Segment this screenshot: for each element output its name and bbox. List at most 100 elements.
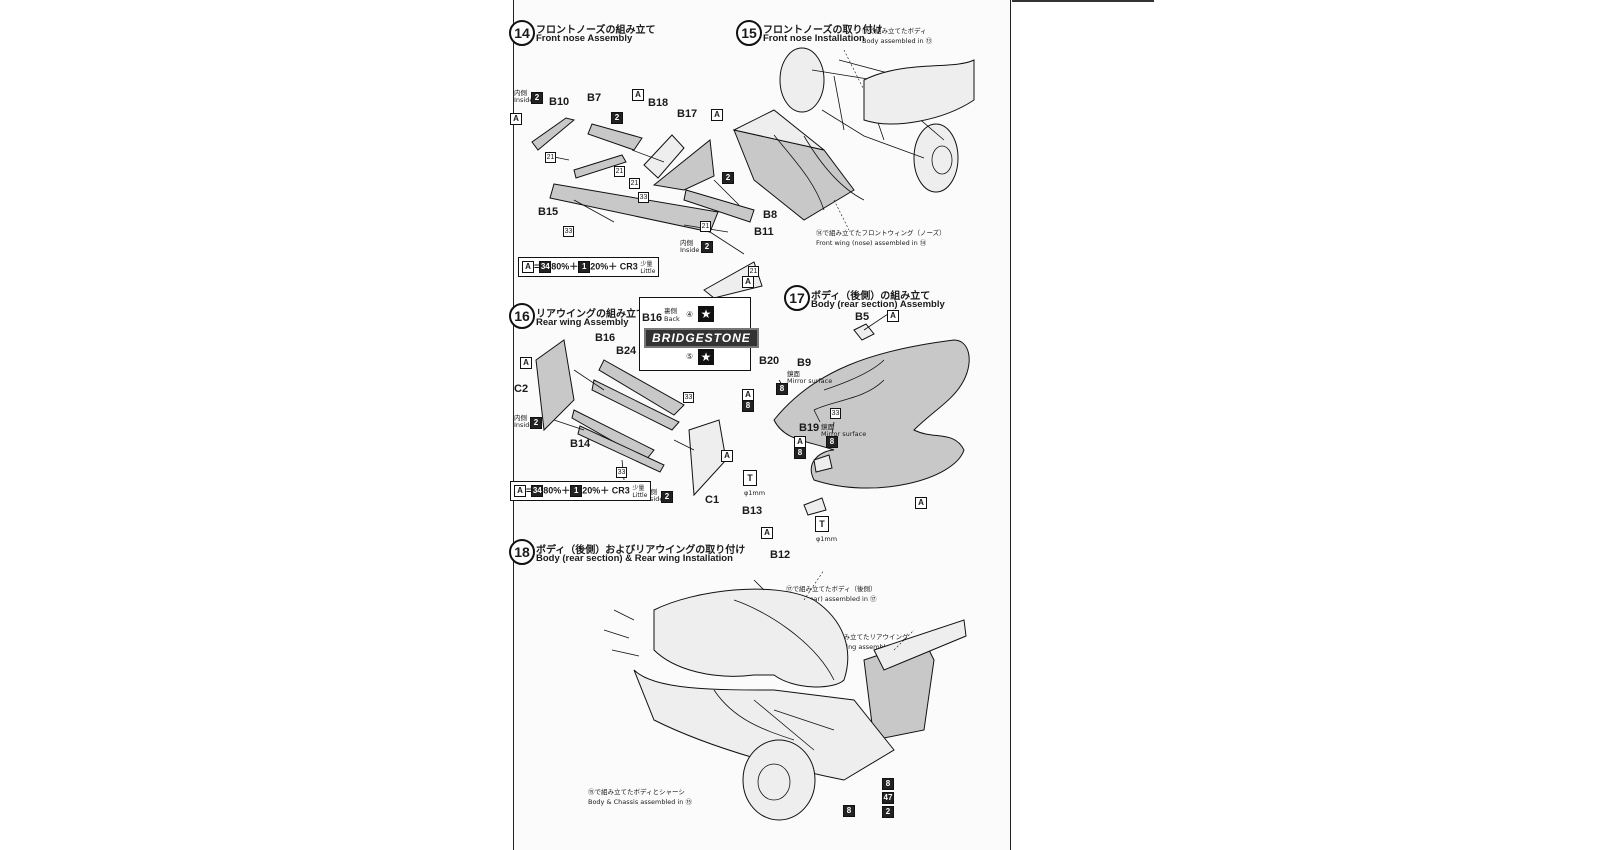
code-8: 8 bbox=[843, 805, 855, 817]
code-a: A bbox=[915, 497, 927, 509]
part-b24: B24 bbox=[616, 345, 637, 357]
inside-label-jp: 内側 bbox=[514, 89, 527, 97]
code-33: 33 bbox=[638, 192, 649, 203]
mirror-label-en: Mirror surface bbox=[787, 377, 833, 385]
code-a: A bbox=[711, 109, 723, 121]
drill-icon: T bbox=[743, 470, 757, 486]
drill-size-label: φ1mm bbox=[816, 535, 838, 543]
b16-part bbox=[598, 359, 685, 416]
code-2: 2 bbox=[611, 112, 623, 124]
b24-part bbox=[591, 379, 680, 431]
part-c2: C2 bbox=[514, 383, 529, 395]
bridgestone-decal: BRIDGESTONE bbox=[644, 328, 759, 348]
step-16-title-en: Rear wing Assembly bbox=[536, 317, 629, 328]
code-8: 8 bbox=[882, 778, 894, 790]
callout-chassis-15-en: Body & Chassis assembled in ⑮ bbox=[588, 798, 692, 806]
b15-part bbox=[549, 183, 719, 233]
callout-body-17-jp: ⑰で組み立てたボディ（後側） bbox=[786, 585, 877, 593]
code-47: 47 bbox=[882, 792, 894, 804]
step-17-number: 17 bbox=[784, 285, 810, 311]
b5-part bbox=[853, 323, 875, 341]
step-14-title-en: Front nose Assembly bbox=[536, 33, 633, 44]
part-c1: C1 bbox=[705, 494, 720, 506]
code-2: 2 bbox=[661, 491, 673, 503]
code-8: 8 bbox=[826, 436, 838, 448]
step-18-diagram bbox=[603, 569, 967, 821]
part-b10: B10 bbox=[549, 96, 570, 108]
inside-label-en: Inside bbox=[514, 421, 534, 429]
code-21: 21 bbox=[614, 166, 625, 177]
part-b12: B12 bbox=[770, 549, 791, 561]
part-b18: B18 bbox=[648, 97, 669, 109]
top-rule bbox=[1012, 0, 1154, 2]
chassis-body bbox=[863, 59, 975, 125]
mirror-label-en: Mirror surface bbox=[821, 430, 867, 438]
part-b16: B16 bbox=[595, 332, 616, 344]
mirror-label-jp: 鏡面 bbox=[787, 370, 800, 378]
c2-endplate bbox=[535, 339, 575, 432]
rear-body-section bbox=[653, 588, 849, 688]
code-8: 8 bbox=[742, 400, 754, 412]
inside-label-en: Inside bbox=[514, 96, 534, 104]
b10-part bbox=[531, 117, 576, 151]
code-21: 21 bbox=[700, 221, 711, 232]
code-21: 21 bbox=[545, 152, 556, 163]
code-a: A bbox=[887, 310, 899, 322]
code-a: A bbox=[632, 89, 644, 101]
chassis-floor bbox=[633, 669, 895, 781]
code-2: 2 bbox=[701, 241, 713, 253]
callout-body-13-en: Body assembled in ⑬ bbox=[862, 37, 933, 45]
step-18-title-en: Body (rear section) & Rear wing Installa… bbox=[536, 553, 733, 564]
b8-part bbox=[683, 189, 755, 223]
back-label-jp: 裏側 bbox=[664, 307, 677, 315]
code-33: 33 bbox=[683, 392, 694, 403]
code-2: 2 bbox=[722, 172, 734, 184]
decal-number-5: ⑤ bbox=[686, 352, 694, 361]
code-33: 33 bbox=[616, 467, 627, 478]
b7-part bbox=[587, 123, 643, 151]
step-16-diagram bbox=[535, 339, 727, 497]
callout-body-17-en: Body (rear) assembled in ⑰ bbox=[786, 595, 877, 603]
decal-number-4: ④ bbox=[686, 310, 694, 319]
callout-wing-16-en: Rear wing assembled in ⑯ bbox=[824, 643, 911, 651]
part-b11: B11 bbox=[754, 226, 774, 238]
back-label-en: Back bbox=[664, 315, 680, 323]
rear-wing-plane bbox=[873, 619, 967, 671]
drill-size-label: φ1mm bbox=[744, 489, 766, 497]
part-b7: B7 bbox=[587, 92, 602, 104]
callout-body-13-jp: ⑬で組み立てたボディ bbox=[862, 27, 927, 35]
drill-icon: T bbox=[815, 516, 829, 532]
part-b15: B15 bbox=[538, 206, 559, 218]
code-21: 21 bbox=[629, 178, 640, 189]
code-8: 8 bbox=[776, 383, 788, 395]
step-17-title-jp: ボディ（後側）の組み立て bbox=[811, 291, 931, 302]
inside-label-en: Inside bbox=[644, 495, 664, 503]
instruction-sheet: 14 フロントノーズの組み立て Front nose Assembly B10 … bbox=[509, 0, 1011, 850]
code-a: A bbox=[510, 113, 522, 125]
decal-b16-label: B16 bbox=[642, 312, 663, 324]
front-tyre-left bbox=[779, 47, 825, 113]
part-b5: B5 bbox=[855, 311, 870, 323]
callout-wing-14-en: Front wing (nose) assembled in ⑭ bbox=[816, 239, 927, 247]
b11-part bbox=[703, 261, 763, 299]
part-b8: B8 bbox=[763, 209, 778, 221]
b13-part bbox=[813, 454, 833, 473]
code-a: A bbox=[742, 276, 754, 288]
inside-label-jp: 内側 bbox=[514, 414, 527, 422]
code-21: 21 bbox=[748, 266, 759, 277]
rear-tyre bbox=[742, 739, 816, 821]
step-18-title-jp: ボディ（後側）およびリアウイングの取り付け bbox=[536, 545, 746, 556]
code-a: A bbox=[721, 450, 733, 462]
code-a: A bbox=[761, 527, 773, 539]
code-2: 2 bbox=[530, 417, 542, 429]
step-14-diagram bbox=[531, 117, 763, 299]
inside-label-jp: 内側 bbox=[680, 239, 693, 247]
step-15-title-jp: フロントノーズの取り付け bbox=[763, 25, 883, 36]
b15-upper bbox=[573, 154, 627, 179]
part-b19: B19 bbox=[799, 422, 820, 434]
star-decal-icon: ★ bbox=[698, 349, 714, 365]
b12-part bbox=[803, 497, 827, 516]
front-tyre-right bbox=[913, 123, 959, 193]
